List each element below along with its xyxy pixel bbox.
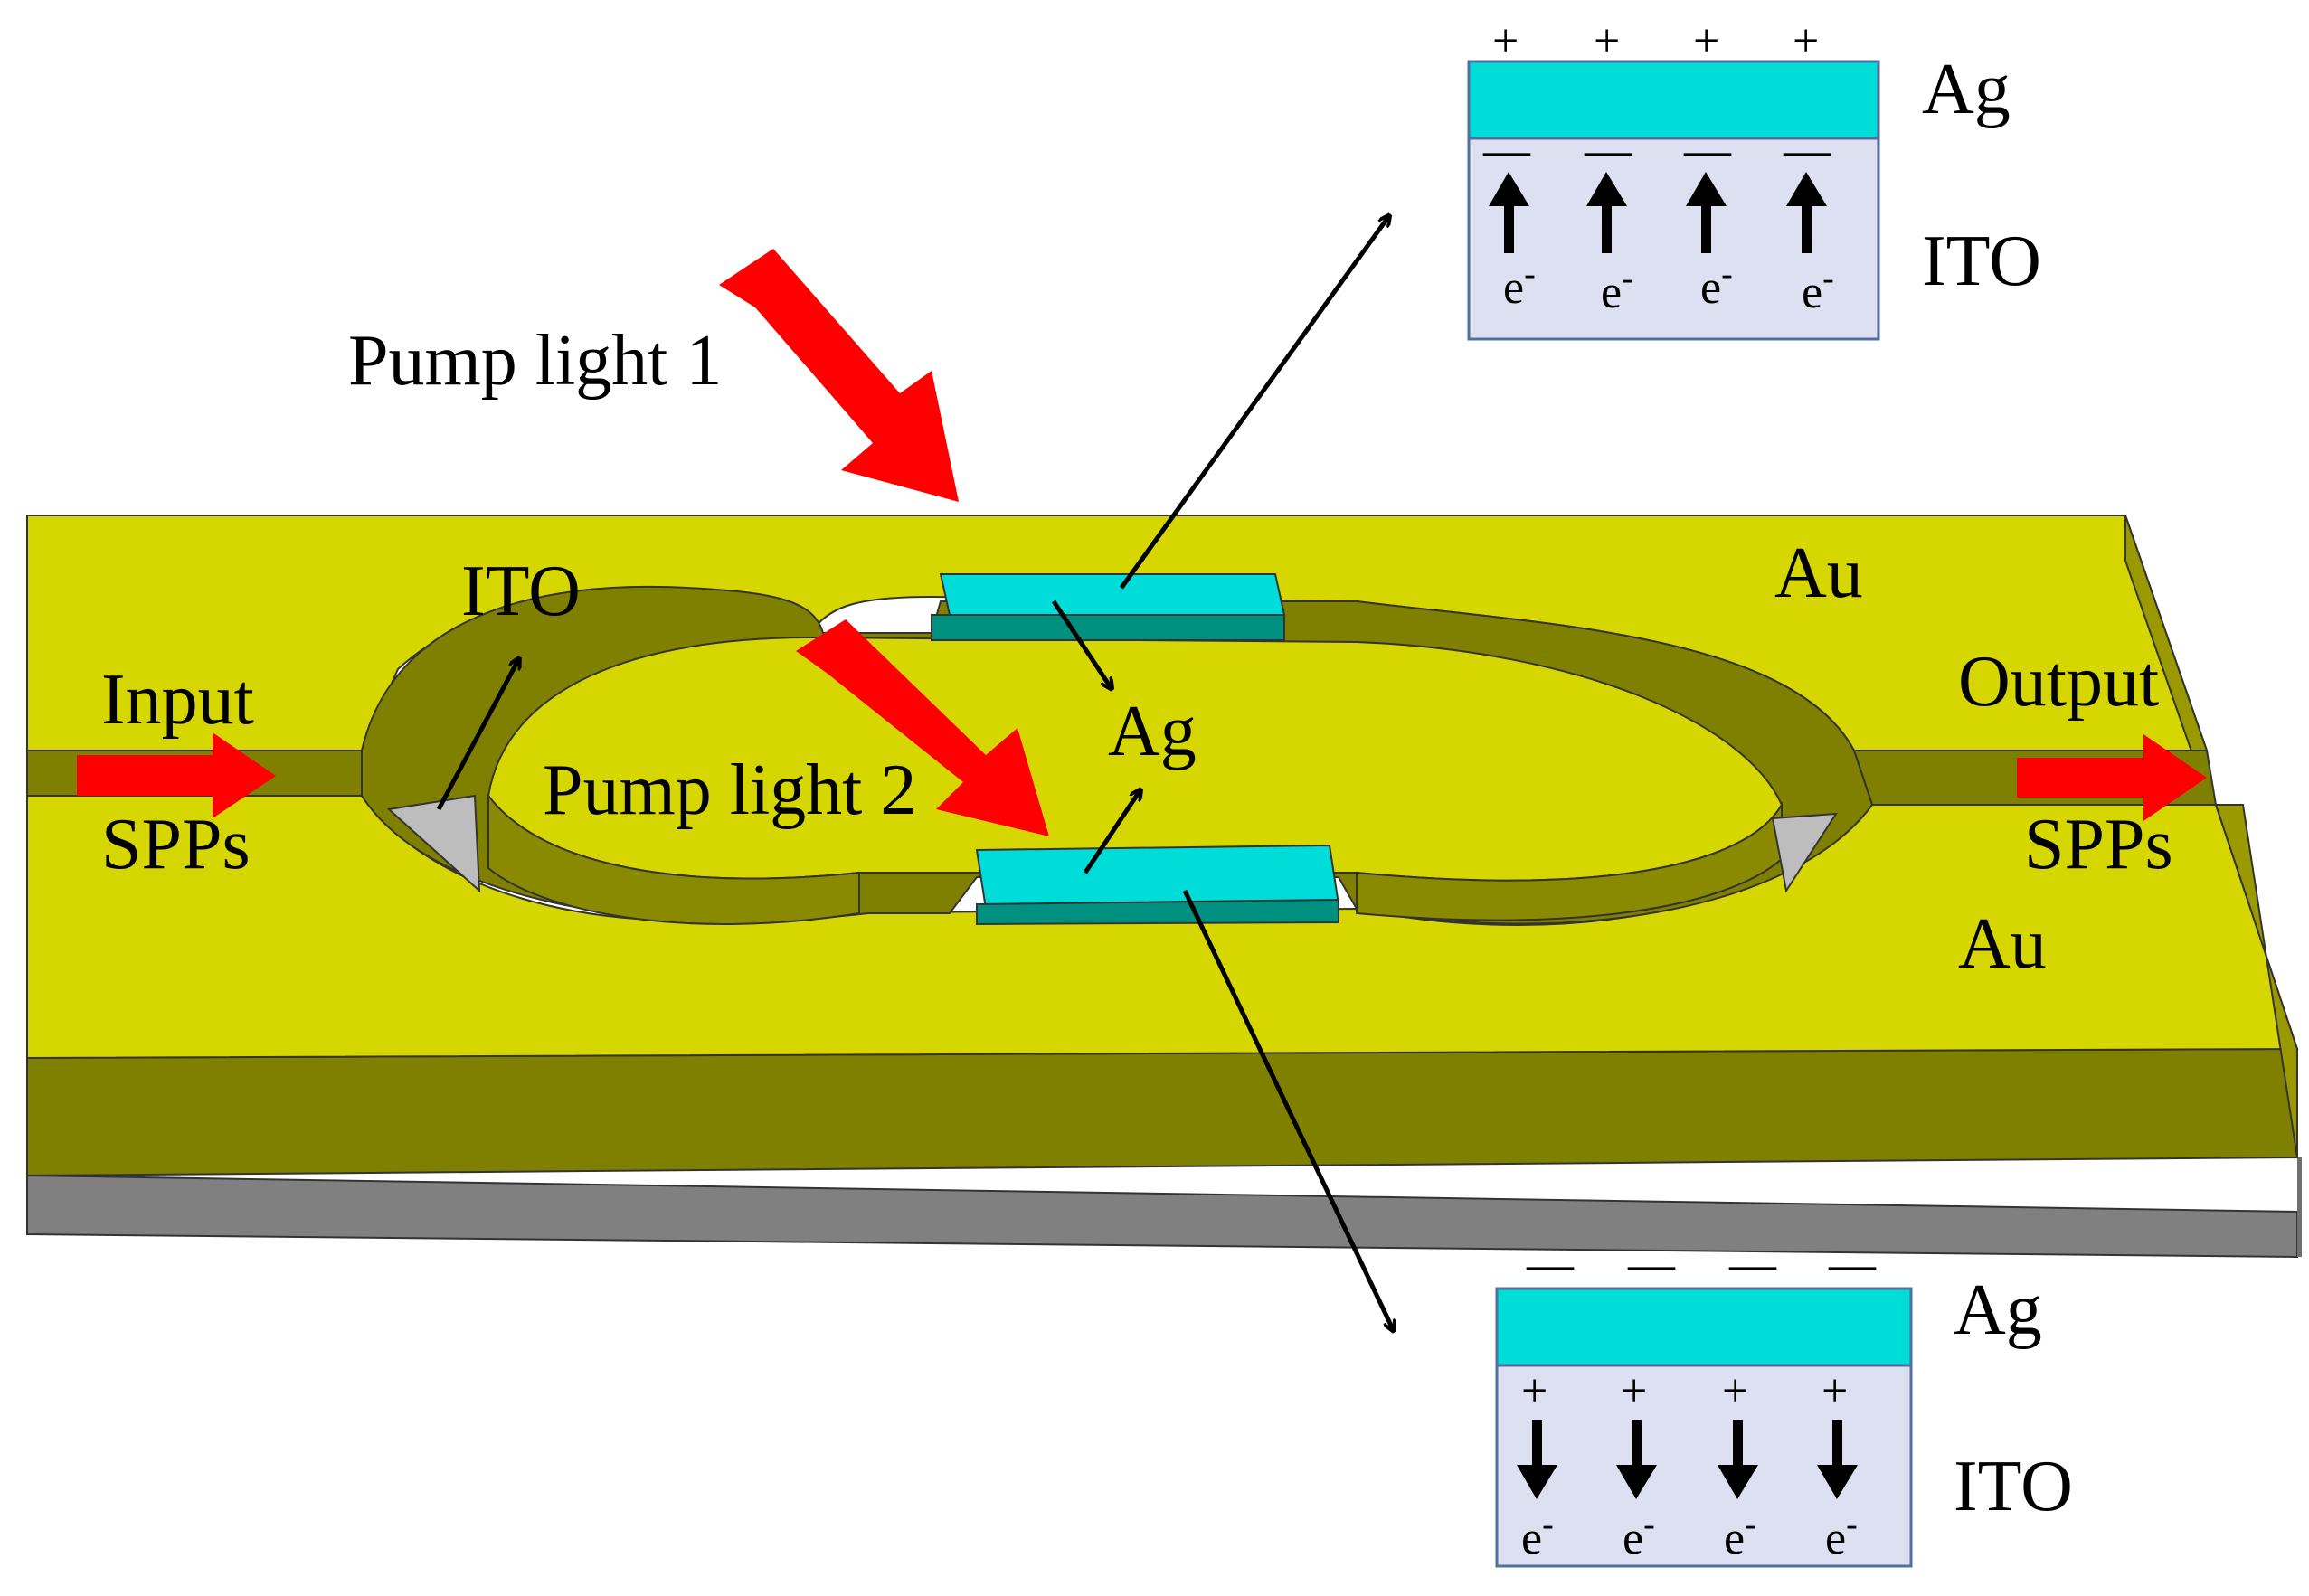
charge-minus: — [1526,1239,1575,1290]
cavity-right [1771,812,1838,893]
inset-bottom-ag-label: Ag [1954,1270,2042,1350]
up-arrow [1686,172,1727,253]
label-input-spps: SPPs [101,805,251,884]
charge-minus: — [1482,125,1531,176]
ag-bar-top-face [939,573,1286,616]
inset-top-electrons: e- e- e- e- [1503,255,1834,318]
device-slab [26,515,2302,1259]
inset-top-oxide-charges: — — — — [1482,125,1831,176]
up-arrow [1586,172,1627,253]
charge-plus: + [1621,1365,1647,1417]
inset-top-ag-label: Ag [1922,50,2011,129]
charge-plus: + [1793,15,1819,67]
label-au-top: Au [1774,534,1863,613]
inset-top-metal-charges: + + + + [1492,15,1819,67]
charge-minus: — [1783,125,1831,176]
down-arrow [1817,1420,1858,1499]
red-arrows [77,249,2207,836]
charge-plus: + [1822,1365,1848,1417]
inset-bottom-oxide-charges: + + + + [1521,1365,1848,1417]
charge-plus: + [1521,1365,1547,1417]
label-input: Input [101,660,254,740]
inset-top-ag-layer [1467,60,1880,140]
label-pump-light-2: Pump light 2 [543,751,916,830]
pointer-ito [436,660,518,811]
charge-plus: + [1693,15,1719,67]
inset-bottom-electrons: e- e- e- e- [1521,1506,1858,1564]
gold-front-face [26,1047,2298,1177]
pump-light-2-arrow [796,619,1049,836]
pointer-ag-top [1051,600,1111,687]
charge-plus: + [1492,15,1519,67]
charge-minus: — [1828,1239,1877,1290]
charge-minus: — [1683,125,1732,176]
inset-top-field-arrows [1489,172,1827,253]
electron: e- [1700,255,1733,314]
electron: e- [1825,1506,1858,1564]
label-ito-ring: ITO [461,552,581,631]
ag-bar-bottom-face [975,844,1340,911]
charge-minus: — [1728,1239,1777,1290]
inset-top-ito-label: ITO [1922,222,2041,301]
down-arrow [1517,1420,1557,1499]
input-spps-arrow [77,732,276,818]
ag-bar-bottom-front [976,898,1339,926]
ag-bar-top-front [931,614,1285,641]
up-arrow [1489,172,1529,253]
label-ag-center: Ag [1108,692,1197,771]
ring-inner-wall [487,793,860,925]
ag-bar-top [931,573,1286,641]
down-arrow [1616,1420,1657,1499]
down-arrow [1718,1420,1758,1499]
pointer-to-inset-bottom [1182,889,1393,1329]
inset-bottom: — — — — + + + + e- e- e- e- Ag ITO [1495,1239,2073,1568]
electron: e- [1623,1506,1655,1564]
inset-bottom-metal-charges: — — — — [1526,1239,1877,1290]
electron: e- [1601,260,1633,318]
charge-minus: — [1584,125,1632,176]
pointer-arrows [436,217,1393,1329]
pointer-to-inset-top [1119,217,1388,590]
substrate-front [26,1174,2298,1259]
ag-bar-bottom [975,844,1340,926]
label-au-bottom: Au [1958,904,2047,984]
inset-bottom-field-arrows [1517,1420,1858,1499]
electron: e- [1521,1506,1554,1564]
label-pump-light-1: Pump light 1 [348,321,722,401]
label-output-spps: SPPs [2024,805,2173,884]
device-labels: Pump light 1 Pump light 2 ITO Ag Au Au I… [101,321,2173,984]
output-spps-arrow [2017,734,2207,821]
charge-minus: — [1627,1239,1676,1290]
pump-light-1-arrow [719,249,959,502]
inset-bottom-ito-label: ITO [1954,1447,2073,1526]
inset-bottom-ag-layer [1495,1287,1913,1367]
label-output: Output [1958,642,2159,722]
electron: e- [1503,255,1536,314]
substrate-side [2297,1157,2302,1257]
electron: e- [1724,1506,1756,1564]
gold-right-side-lower [2214,804,2298,1158]
electron: e- [1802,260,1834,318]
cavity-left [386,794,481,893]
charge-plus: + [1722,1365,1748,1417]
inset-top: + + + + — — — — e- e- e- e- Ag ITO [1467,15,2041,341]
up-arrow [1786,172,1827,253]
charge-plus: + [1594,15,1620,67]
pointer-ag-bottom [1083,791,1140,874]
